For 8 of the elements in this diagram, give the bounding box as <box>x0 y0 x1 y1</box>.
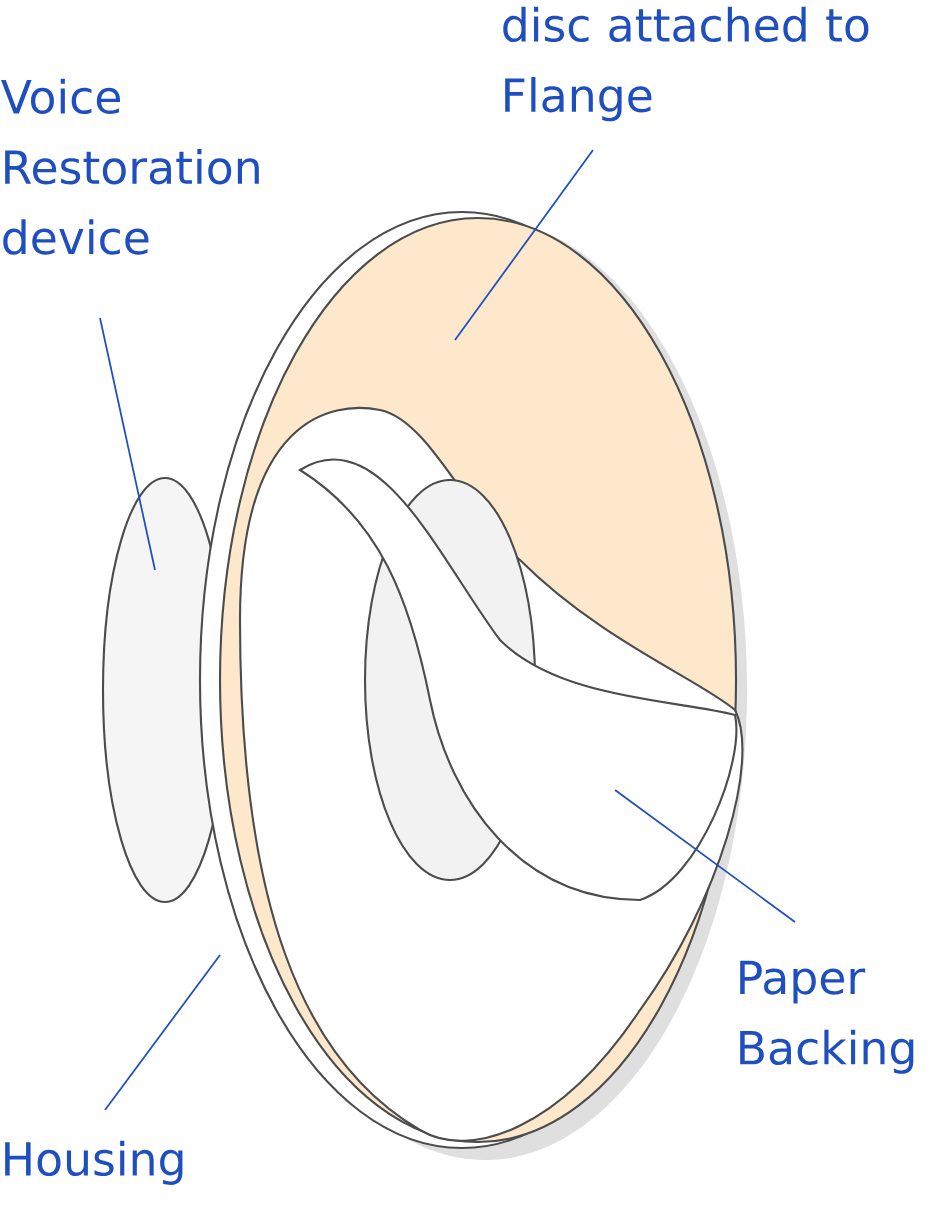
leader-line <box>104 954 221 1111</box>
leader-line <box>454 149 594 341</box>
part-label: disc attached to Flange <box>503 6 869 122</box>
part-label: Paper Backing <box>740 960 914 1074</box>
part-label: Housing <box>5 1140 183 1185</box>
part-label: Voice Restoration device <box>1 78 259 255</box>
leader-line <box>99 317 156 571</box>
leader-line <box>614 789 796 923</box>
